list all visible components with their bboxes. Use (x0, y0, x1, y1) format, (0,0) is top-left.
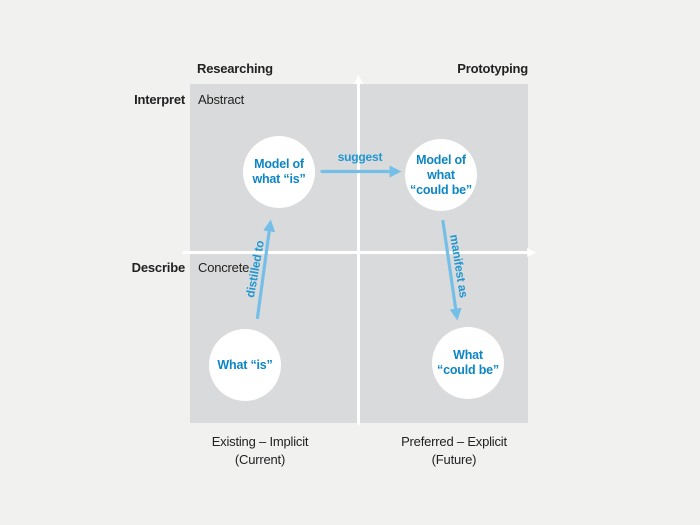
node-what-is-line1: What “is” (217, 357, 273, 372)
node-model-of-what-could-be-line1: Model of (416, 152, 466, 167)
node-model-of-what-could-be-line2: what (427, 167, 455, 182)
node-model-of-what-could-be-line3: “could be” (410, 182, 472, 197)
node-what-could-be-line2: “could be” (437, 363, 499, 377)
node-model-of-what-is-line2: what “is” (252, 172, 306, 186)
row-header-describe: Describe (131, 260, 186, 275)
quadrant-label-concrete: Concrete (198, 260, 250, 275)
x-axis-label-existing: Existing – Implicit (Current) (175, 433, 345, 469)
node-what-could-be-line1: What (453, 348, 483, 362)
node-what-could-be: What “could be” (432, 327, 504, 399)
x-axis-label-preferred-title: Preferred – Explicit (401, 434, 507, 449)
column-header-prototyping: Prototyping (457, 61, 528, 76)
node-model-of-what-is-line1: Model of (254, 157, 304, 171)
quadrant-label-abstract: Abstract (198, 92, 245, 107)
node-model-of-what-is: Model of what “is” (243, 136, 315, 208)
x-axis-label-existing-subtitle: (Current) (234, 452, 286, 467)
x-axis-label-preferred-subtitle: (Future) (431, 452, 477, 467)
x-axis-label-existing-title: Existing – Implicit (211, 434, 309, 449)
row-header-interpret: Interpret (134, 92, 185, 107)
column-header-researching: Researching (197, 61, 273, 76)
node-what-is: What “is” (209, 329, 281, 401)
x-axis-label-preferred: Preferred – Explicit (Future) (369, 433, 539, 469)
node-model-of-what-could-be: Model of what “could be” (405, 139, 477, 211)
arrow-label-suggest: suggest (337, 150, 383, 164)
